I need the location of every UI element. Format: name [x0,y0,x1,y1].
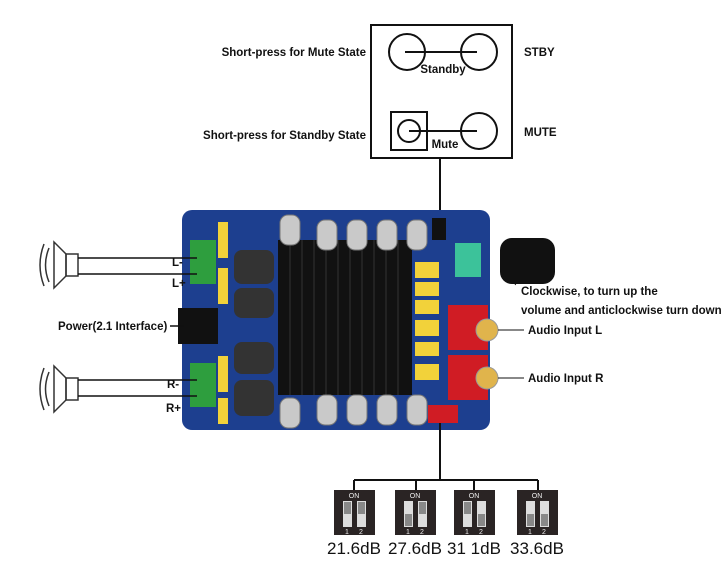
dip-lever-1 [464,502,471,514]
gain-setting-2: ON 1 2 31 1dB [447,490,501,558]
on-label: ON [469,493,480,500]
stby-pin-label: STBY [524,47,555,59]
switch-box: Standby Mute [370,24,513,215]
rca-r-jack[interactable] [475,366,499,390]
dip-number: 2 [420,529,424,536]
knob-label-line1: Clockwise, to turn up the [521,286,658,298]
dip-number: 2 [479,529,483,536]
mute-inner-label: Mute [432,139,459,151]
right-speaker-icon [39,364,197,414]
inductors [234,250,274,416]
dip-lever-1 [405,514,412,526]
dip-lever-2 [358,502,365,514]
standby-press-label: Short-press for Standby State [203,130,366,142]
dip-box [454,490,495,535]
heatsink [278,240,412,395]
dip-lever-2 [478,514,485,526]
mute-pin-label: MUTE [524,127,557,139]
dip-box [517,490,558,535]
gain-setting-1: ON 1 2 27.6dB [388,490,442,558]
gain-setting-0: ON 1 2 21.6dB [327,490,381,558]
dip-lever-2 [419,502,426,514]
film-capacitors [218,222,439,424]
r-minus-label: R- [167,379,179,391]
knob-label-line2: volume and anticlockwise turn down [521,305,722,317]
amplifier-board [178,210,490,430]
dip-number: 1 [528,529,532,536]
rca-l-jack[interactable] [475,318,499,342]
r-plus-label: R+ [166,403,181,415]
dip-number: 2 [359,529,363,536]
gain-connector-lines [353,423,539,490]
dip-box [334,490,375,535]
gain-setting-3: ON 1 2 33.6dB [510,490,564,558]
dip-switch [428,405,458,423]
audio-input-l-label: Audio Input L [528,325,602,337]
on-label: ON [349,493,360,500]
on-label: ON [532,493,543,500]
power-jack [178,308,218,344]
dip-lever-1 [344,502,351,514]
gain-label: 27.6dB [388,539,442,558]
l-plus-label: L+ [172,278,186,290]
power-label: Power(2.1 Interface) [58,321,167,333]
gain-label: 21.6dB [327,539,381,558]
dip-number: 1 [345,529,349,536]
on-label: ON [410,493,421,500]
volume-knob[interactable] [500,238,555,284]
capacitors [279,214,428,429]
gain-label: 31 1dB [447,539,501,558]
mute-press-label: Short-press for Mute State [222,47,366,59]
l-minus-label: L- [172,257,183,269]
dip-lever-1 [527,514,534,526]
audio-input-r-label: Audio Input R [528,373,604,385]
dip-number: 1 [465,529,469,536]
dip-number: 1 [406,529,410,536]
standby-inner-label: Standby [420,64,466,76]
switch-header [432,218,446,240]
dip-lever-2 [541,514,548,526]
right-speaker-terminal [190,363,216,407]
left-speaker-icon [39,240,197,290]
dip-box [395,490,436,535]
gain-label: 33.6dB [510,539,564,558]
potentiometer-base [455,243,481,277]
dip-number: 2 [542,529,546,536]
left-speaker-terminal [190,240,216,284]
